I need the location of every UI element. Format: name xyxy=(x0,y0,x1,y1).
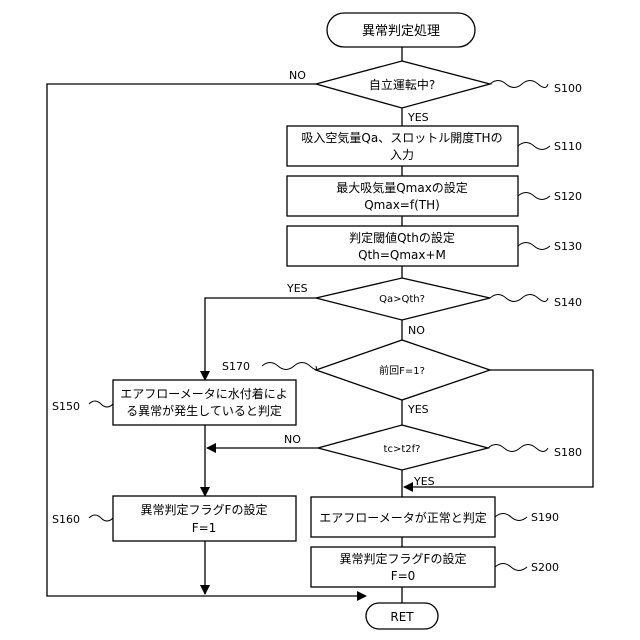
process-s130-line2: Qth=Qmax+M xyxy=(358,248,446,262)
process-s190: エアフローメータが正常と判定 xyxy=(311,497,495,537)
decision-s170: 前回F=1? xyxy=(316,340,490,400)
step-s170: S170 xyxy=(222,360,250,373)
leader-s200 xyxy=(495,564,527,571)
process-s120-line1: 最大吸気量Qmaxの設定 xyxy=(336,180,468,195)
s180-no-label: NO xyxy=(284,433,301,446)
step-s180: S180 xyxy=(554,446,582,459)
leader-s190 xyxy=(495,514,527,521)
end-terminal: RET xyxy=(366,603,438,629)
step-s160: S160 xyxy=(52,513,80,526)
leader-s120 xyxy=(518,193,550,200)
decision-s100: 自立運転中? xyxy=(316,61,490,108)
process-s160-line2: F=1 xyxy=(192,521,217,535)
process-s120-line2: Qmax=f(TH) xyxy=(364,198,440,212)
s170-yes-label: YES xyxy=(407,403,429,416)
process-s200: 異常判定フラグFの設定 F=0 xyxy=(311,547,495,587)
process-s130-line1: 判定閾値Qthの設定 xyxy=(349,230,455,245)
end-label: RET xyxy=(390,610,414,624)
s140-no-label: NO xyxy=(408,324,425,337)
process-s110-line2: 入力 xyxy=(390,148,414,162)
leader-s100 xyxy=(490,81,548,88)
leader-s170 xyxy=(262,363,316,370)
start-label: 異常判定処理 xyxy=(362,24,440,39)
process-s200-line2: F=0 xyxy=(391,569,416,583)
step-s110: S110 xyxy=(554,140,582,153)
leader-s150 xyxy=(89,401,113,407)
decision-s180-text: tc>t2f? xyxy=(384,444,421,455)
decision-s170-text: 前回F=1? xyxy=(379,364,425,377)
s100-yes-label: YES xyxy=(407,111,429,124)
leader-s140 xyxy=(490,295,548,302)
step-s120: S120 xyxy=(554,190,582,203)
process-s110-line1: 吸入空気量Qa、スロットル開度THの xyxy=(301,130,502,145)
step-s100: S100 xyxy=(554,82,582,95)
process-s150: エアフローメータに水付着によ る異常が発生していると判定 xyxy=(113,380,296,425)
s180-yes-label: YES xyxy=(413,475,435,488)
leader-s110 xyxy=(518,143,550,150)
decision-s140: Qa>Qth? xyxy=(316,278,490,320)
s140-yes-label: YES xyxy=(286,282,308,295)
process-s120: 最大吸気量Qmaxの設定 Qmax=f(TH) xyxy=(287,176,518,216)
start-terminal: 異常判定処理 xyxy=(327,13,475,47)
decision-s140-text: Qa>Qth? xyxy=(379,294,425,305)
process-s160-line1: 異常判定フラグFの設定 xyxy=(141,502,268,517)
process-s200-line1: 異常判定フラグFの設定 xyxy=(340,551,467,566)
leader-s160 xyxy=(89,515,113,521)
step-s200: S200 xyxy=(531,561,559,574)
decision-s180: tc>t2f? xyxy=(318,425,488,470)
process-s190-line1: エアフローメータが正常と判定 xyxy=(319,510,487,525)
step-s130: S130 xyxy=(554,240,582,253)
process-s130: 判定閾値Qthの設定 Qth=Qmax+M xyxy=(287,226,518,266)
process-s160: 異常判定フラグFの設定 F=1 xyxy=(113,496,296,541)
leader-s180 xyxy=(488,445,548,452)
step-s190: S190 xyxy=(531,511,559,524)
process-s150-line1: エアフローメータに水付着によ xyxy=(120,386,288,401)
process-s110: 吸入空気量Qa、スロットル開度THの 入力 xyxy=(287,126,518,166)
leader-s130 xyxy=(518,243,550,250)
process-s150-line2: る異常が発生していると判定 xyxy=(126,403,282,418)
decision-s100-text: 自立運転中? xyxy=(369,77,435,92)
s100-no-label: NO xyxy=(289,69,306,82)
step-s150: S150 xyxy=(52,400,80,413)
step-s140: S140 xyxy=(554,296,582,309)
